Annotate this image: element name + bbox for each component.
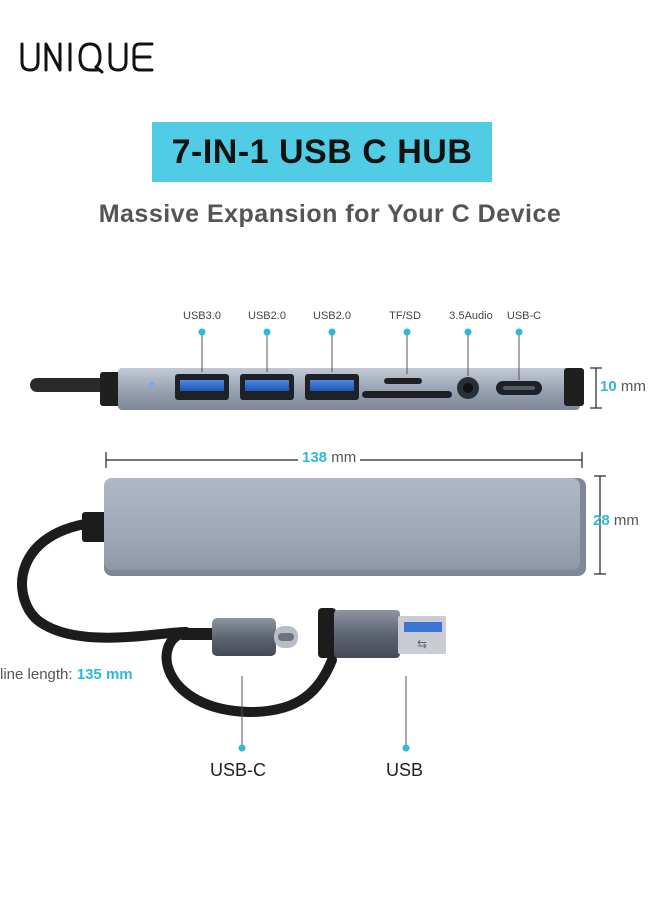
- port-label-usb3-0: USB3.0: [183, 310, 221, 322]
- height-value: 10: [600, 378, 617, 395]
- port-label-usb2-0-b: USB2.0: [313, 310, 351, 322]
- port-tf-sd: [362, 378, 452, 398]
- port-usb3-0: [175, 374, 229, 400]
- usb-c-connector-label: USB-C: [210, 760, 267, 780]
- port-label-usb-c: USB-C: [506, 310, 542, 322]
- hub-top-view: [104, 478, 586, 576]
- width-value: 28: [593, 512, 610, 529]
- usb-connector-label: USB: [386, 760, 424, 780]
- subtitle: Massive Expansion for Your C Device: [98, 200, 562, 228]
- split-cable: [161, 627, 337, 718]
- width-dimension-label: 28 mm: [593, 512, 639, 529]
- width-dimension: [594, 475, 606, 575]
- line-length-text: line length:: [0, 666, 73, 683]
- port-label-usb2-0-a: USB2.0: [248, 310, 286, 322]
- line-length-value: 135: [76, 666, 102, 683]
- port-usb2-0-a: [240, 374, 294, 400]
- port-usb2-0-b: [305, 374, 359, 400]
- title-banner: 7-IN-1 USB C HUB: [152, 122, 492, 182]
- height-unit: mm: [620, 378, 646, 395]
- length-dimension-label: 138 mm: [298, 449, 361, 466]
- brand-logo: [20, 42, 154, 74]
- port-label-tf-sd: TF/SD: [389, 310, 421, 322]
- length-value: 138: [302, 449, 328, 466]
- port-audio: [457, 377, 479, 399]
- line-length-label: line length: 135 mm: [0, 666, 133, 683]
- port-callouts: [201, 332, 520, 380]
- product-title: 7-IN-1 USB C HUB: [171, 132, 473, 171]
- line-length-unit: mm: [105, 666, 133, 683]
- height-dimension-label: 10 mm: [600, 378, 646, 395]
- side-cable: [30, 372, 124, 406]
- usb-a-plug: ⇆: [318, 608, 446, 658]
- height-dimension: [590, 367, 602, 409]
- port-usb-c: [496, 381, 542, 395]
- length-unit: mm: [331, 449, 357, 466]
- svg-text:⇆: ⇆: [417, 637, 427, 651]
- width-unit: mm: [613, 512, 639, 529]
- usb-c-plug: [180, 618, 298, 656]
- main-cable: [17, 517, 191, 643]
- port-label-audio: 3.5Audio: [449, 310, 493, 322]
